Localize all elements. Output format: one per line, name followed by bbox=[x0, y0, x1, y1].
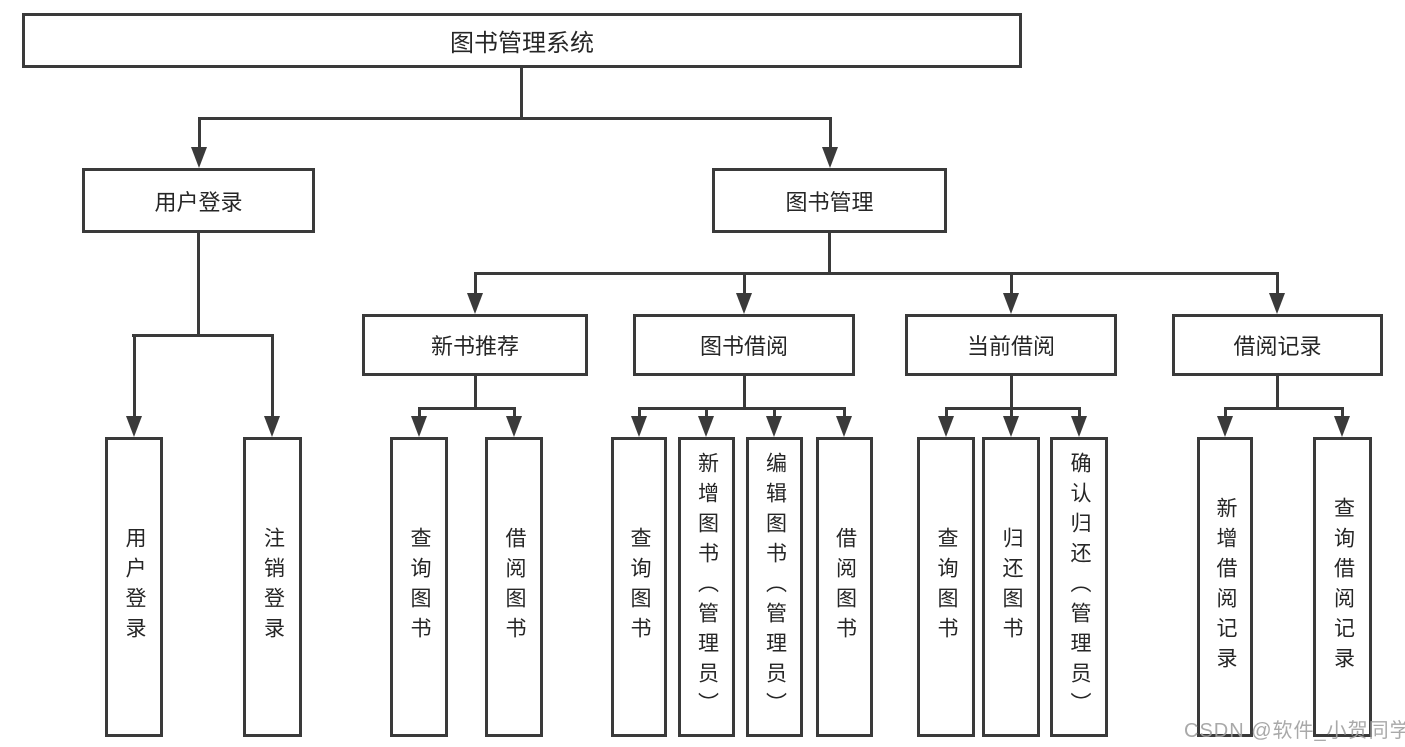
connector-line bbox=[1276, 374, 1279, 409]
arrow-down-icon bbox=[264, 416, 280, 437]
node-borrow-records-label: 借阅记录 bbox=[1233, 334, 1322, 359]
csdn-watermark: CSDN @软件_小贺同学 bbox=[1184, 720, 1405, 742]
connector-line bbox=[829, 117, 832, 152]
node-leaf-confirm-return-admin: 确认归还（管理员） bbox=[1050, 437, 1108, 737]
node-book-borrow-label: 图书借阅 bbox=[699, 334, 788, 359]
arrow-down-icon bbox=[1071, 416, 1087, 437]
connector-line bbox=[198, 117, 201, 152]
node-leaf-logout: 注销登录 bbox=[243, 437, 302, 737]
arrow-down-icon bbox=[822, 147, 838, 168]
arrow-down-icon bbox=[1217, 416, 1233, 437]
node-leaf-query-books: 查询图书 bbox=[917, 437, 975, 737]
node-leaf-query-borrow-record-label: 查询借阅记录 bbox=[1331, 497, 1355, 677]
node-leaf-borrow-books-label: 借阅图书 bbox=[503, 527, 527, 647]
arrow-down-icon bbox=[467, 293, 483, 314]
node-book-management-label: 图书管理 bbox=[785, 189, 874, 215]
node-leaf-query-books-label: 查询图书 bbox=[628, 527, 652, 647]
node-leaf-query-books-label: 查询图书 bbox=[935, 527, 959, 647]
connector-line bbox=[474, 272, 1279, 275]
node-book-management: 图书管理 bbox=[712, 168, 947, 233]
node-leaf-query-borrow-record: 查询借阅记录 bbox=[1313, 437, 1372, 737]
node-user-login-label: 用户登录 bbox=[154, 189, 243, 215]
node-leaf-return-books-label: 归还图书 bbox=[1000, 527, 1024, 647]
connector-line bbox=[945, 407, 948, 421]
connector-line bbox=[1010, 407, 1013, 421]
connector-line bbox=[1224, 407, 1344, 410]
connector-line bbox=[743, 374, 746, 409]
connector-line bbox=[520, 67, 523, 119]
arrow-down-icon bbox=[1003, 293, 1019, 314]
connector-line bbox=[773, 407, 776, 421]
arrow-down-icon bbox=[1334, 416, 1350, 437]
connector-line bbox=[828, 231, 831, 274]
connector-line bbox=[132, 334, 274, 337]
node-borrow-records: 借阅记录 bbox=[1172, 314, 1383, 376]
arrow-down-icon bbox=[938, 416, 954, 437]
node-leaf-add-books-admin-label: 新增图书（管理员） bbox=[695, 452, 719, 722]
node-leaf-user-login-label: 用户登录 bbox=[123, 527, 147, 647]
node-leaf-borrow-books: 借阅图书 bbox=[485, 437, 543, 737]
connector-line bbox=[133, 334, 136, 421]
node-new-book-recommend: 新书推荐 bbox=[362, 314, 588, 376]
connector-line bbox=[1224, 407, 1227, 421]
connector-line bbox=[513, 407, 516, 421]
node-book-borrow: 图书借阅 bbox=[633, 314, 855, 376]
arrow-down-icon bbox=[191, 147, 207, 168]
connector-line bbox=[198, 117, 832, 120]
node-leaf-query-books: 查询图书 bbox=[611, 437, 667, 737]
connector-line bbox=[638, 407, 846, 410]
node-leaf-return-books: 归还图书 bbox=[982, 437, 1040, 737]
node-root-label: 图书管理系统 bbox=[450, 30, 594, 57]
node-leaf-logout-label: 注销登录 bbox=[261, 527, 285, 647]
node-leaf-query-books-label: 查询图书 bbox=[408, 527, 432, 647]
node-root: 图书管理系统 bbox=[22, 13, 1022, 68]
arrow-down-icon bbox=[836, 416, 852, 437]
arrow-down-icon bbox=[766, 416, 782, 437]
arrow-down-icon bbox=[736, 293, 752, 314]
node-leaf-edit-books-admin: 编辑图书（管理员） bbox=[746, 437, 803, 737]
node-current-borrow-label: 当前借阅 bbox=[966, 334, 1055, 359]
node-current-borrow: 当前借阅 bbox=[905, 314, 1117, 376]
connector-line bbox=[843, 407, 846, 421]
node-leaf-add-borrow-record-label: 新增借阅记录 bbox=[1214, 497, 1238, 677]
connector-line bbox=[1078, 407, 1081, 421]
connector-line bbox=[638, 407, 641, 421]
connector-line bbox=[743, 272, 746, 298]
connector-line bbox=[474, 272, 477, 298]
connector-line bbox=[418, 407, 421, 421]
connector-line bbox=[474, 374, 477, 409]
node-leaf-add-books-admin: 新增图书（管理员） bbox=[678, 437, 735, 737]
node-leaf-edit-books-admin-label: 编辑图书（管理员） bbox=[763, 452, 787, 722]
connector-line bbox=[197, 231, 200, 337]
node-leaf-query-books: 查询图书 bbox=[390, 437, 448, 737]
arrow-down-icon bbox=[631, 416, 647, 437]
node-leaf-user-login: 用户登录 bbox=[105, 437, 163, 737]
connector-line bbox=[1010, 374, 1013, 409]
arrow-down-icon bbox=[1269, 293, 1285, 314]
connector-line bbox=[1010, 272, 1013, 298]
arrow-down-icon bbox=[698, 416, 714, 437]
connector-line bbox=[1276, 272, 1279, 298]
connector-line bbox=[705, 407, 708, 421]
node-leaf-borrow-books-label: 借阅图书 bbox=[833, 527, 857, 647]
node-user-login: 用户登录 bbox=[82, 168, 315, 233]
connector-line bbox=[271, 334, 274, 421]
connector-line bbox=[1341, 407, 1344, 421]
connector-line bbox=[945, 407, 1081, 410]
arrow-down-icon bbox=[411, 416, 427, 437]
node-leaf-borrow-books: 借阅图书 bbox=[816, 437, 873, 737]
node-leaf-confirm-return-admin-label: 确认归还（管理员） bbox=[1068, 452, 1092, 722]
node-leaf-add-borrow-record: 新增借阅记录 bbox=[1197, 437, 1253, 737]
node-new-book-recommend-label: 新书推荐 bbox=[430, 334, 519, 359]
arrow-down-icon bbox=[126, 416, 142, 437]
arrow-down-icon bbox=[506, 416, 522, 437]
arrow-down-icon bbox=[1003, 416, 1019, 437]
connector-line bbox=[418, 407, 516, 410]
